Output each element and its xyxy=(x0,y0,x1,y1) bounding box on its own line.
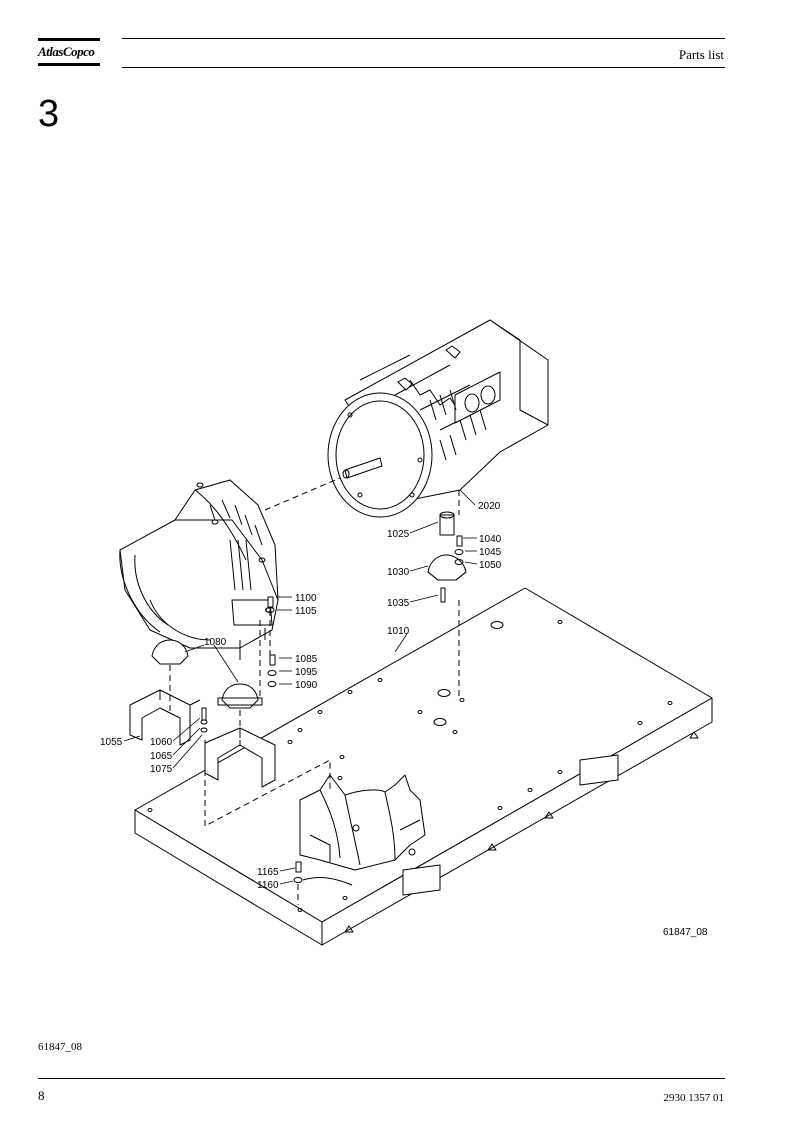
page-number: 8 xyxy=(38,1088,45,1103)
callout-1055: 1055 xyxy=(100,737,123,748)
logo-text: AtlasCopco xyxy=(38,44,95,59)
base-frame xyxy=(134,587,713,946)
logo-bar-bottom xyxy=(38,63,100,66)
document-number: 2930 1357 01 xyxy=(663,1092,725,1104)
alignment-lines xyxy=(169,477,460,905)
figure-reference: 61847_08 xyxy=(38,1041,82,1053)
callout-1160: 1160 xyxy=(257,880,279,891)
header-rule-top xyxy=(122,38,725,39)
motor-mount-parts xyxy=(427,511,467,603)
callout-1095: 1095 xyxy=(295,667,318,678)
compressor-element xyxy=(119,479,279,660)
callout-1105: 1105 xyxy=(295,606,317,617)
drawing-canvas: 2020 1025 1040 1045 1030 1050 1035 1010 … xyxy=(100,319,713,946)
callout-1060: 1060 xyxy=(150,737,173,748)
callout-1050: 1050 xyxy=(479,560,502,571)
figure-id: 61847_08 xyxy=(663,927,708,938)
callout-1080: 1080 xyxy=(204,637,227,648)
foot-fasteners xyxy=(293,861,353,886)
logo-bar-top xyxy=(38,38,100,41)
element-mount-parts xyxy=(151,596,277,709)
leader-lines xyxy=(123,489,478,885)
callout-1030: 1030 xyxy=(387,567,410,578)
exploded-view-drawing: 2020 1025 1040 1045 1030 1050 1035 1010 … xyxy=(0,300,800,980)
callout-1090: 1090 xyxy=(295,680,318,691)
fan-shroud xyxy=(299,774,426,871)
callout-1165: 1165 xyxy=(257,867,279,878)
page-title: Parts list xyxy=(678,47,724,62)
header-rule-bottom xyxy=(122,67,725,68)
callout-1085: 1085 xyxy=(295,654,318,665)
callout-1075: 1075 xyxy=(150,764,173,775)
callout-1035: 1035 xyxy=(387,598,410,609)
callout-2020: 2020 xyxy=(478,501,501,512)
callout-1045: 1045 xyxy=(479,547,502,558)
atlas-copco-logo: AtlasCopco xyxy=(38,38,100,68)
callout-1100: 1100 xyxy=(295,593,317,604)
footer-rule xyxy=(38,1078,725,1079)
callout-1010: 1010 xyxy=(387,626,410,637)
callout-1025: 1025 xyxy=(387,529,410,540)
section-number: 3 xyxy=(38,93,60,135)
callout-1040: 1040 xyxy=(479,534,502,545)
callout-1065: 1065 xyxy=(150,751,173,762)
electric-motor xyxy=(327,319,549,518)
